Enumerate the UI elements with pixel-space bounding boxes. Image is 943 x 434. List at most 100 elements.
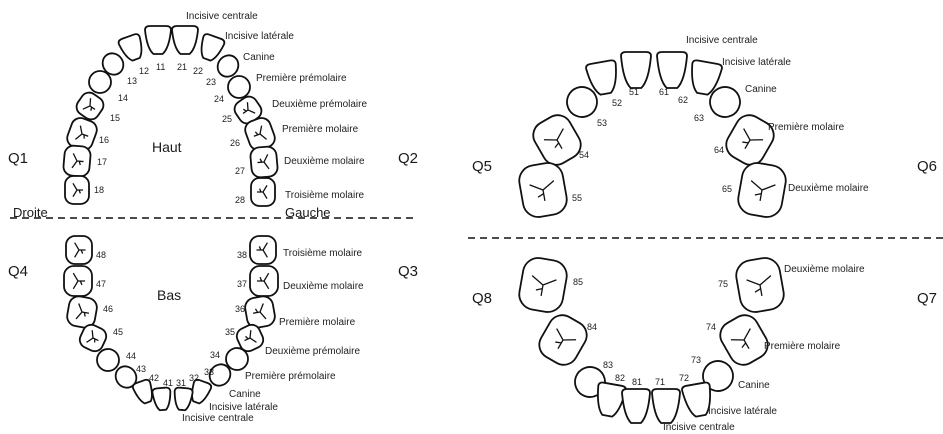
tooth-number-73: 73 xyxy=(691,355,702,365)
tooth-name-upper-lateral-incisor: Incisive latérale xyxy=(225,31,294,42)
tooth-13 xyxy=(101,52,125,76)
tooth-55-fissure xyxy=(529,180,555,202)
tooth-33 xyxy=(208,363,232,387)
tooth-number-37: 37 xyxy=(237,279,248,289)
tooth-28-fissure xyxy=(256,184,268,200)
tooth-number-48: 48 xyxy=(96,250,107,260)
tooth-name-lower-third-molar: Troisième molaire xyxy=(283,248,363,259)
lower-jaw-label: Bas xyxy=(157,287,182,303)
tooth-name-lower-second-premolar: Deuxième prémolaire xyxy=(265,346,361,357)
tooth-number-81: 81 xyxy=(632,377,643,387)
tooth-73 xyxy=(702,360,734,392)
quadrant-label-q1: Q1 xyxy=(8,150,29,167)
tooth-85-fissure xyxy=(531,275,557,297)
side-label-left: Gauche xyxy=(285,205,331,220)
tooth-name-lower-first-premolar: Première prémolaire xyxy=(245,371,336,382)
tooth-number-11: 11 xyxy=(156,62,166,72)
tooth-81 xyxy=(621,388,651,424)
tooth-name-lower-lateral-incisor: Incisive latérale xyxy=(209,402,278,413)
tooth-84-fissure xyxy=(555,328,577,350)
tooth-61 xyxy=(656,51,688,89)
tooth-34 xyxy=(225,347,249,371)
tooth-number-52: 52 xyxy=(612,98,623,108)
tooth-51 xyxy=(620,51,652,89)
tooth-number-41: 41 xyxy=(163,378,174,388)
quadrant-label-q3: Q3 xyxy=(398,263,419,280)
tooth-75-fissure xyxy=(746,275,772,297)
tooth-name-lower-canine: Canine xyxy=(229,389,261,400)
tooth-number-14: 14 xyxy=(118,93,129,103)
tooth-name-primary-lower-second-molar: Deuxième molaire xyxy=(784,264,865,275)
tooth-65-fissure xyxy=(750,180,776,202)
tooth-number-85: 85 xyxy=(573,277,584,287)
tooth-name-primary-lower-first-molar: Première molaire xyxy=(764,341,841,352)
tooth-number-27: 27 xyxy=(235,166,246,176)
tooth-44 xyxy=(96,348,120,372)
tooth-38-fissure xyxy=(256,242,268,258)
tooth-12 xyxy=(117,33,143,62)
tooth-number-35: 35 xyxy=(225,327,236,337)
tooth-name-primary-upper-central-incisor: Incisive centrale xyxy=(686,35,758,46)
tooth-name-lower-first-molar: Première molaire xyxy=(279,317,356,328)
tooth-47-fissure xyxy=(72,272,86,290)
tooth-number-46: 46 xyxy=(103,304,114,314)
tooth-number-43: 43 xyxy=(136,364,147,374)
tooth-36-fissure xyxy=(252,303,267,320)
tooth-74-fissure xyxy=(730,328,751,350)
tooth-number-36: 36 xyxy=(235,304,246,314)
tooth-16-fissure xyxy=(74,125,89,140)
tooth-number-72: 72 xyxy=(679,373,690,383)
tooth-35-fissure xyxy=(244,330,257,343)
tooth-number-23: 23 xyxy=(206,77,217,87)
tooth-number-47: 47 xyxy=(96,279,107,289)
tooth-24 xyxy=(227,75,251,99)
quadrant-label-q4: Q4 xyxy=(8,263,29,280)
tooth-number-32: 32 xyxy=(189,373,200,383)
tooth-number-38: 38 xyxy=(237,250,248,260)
tooth-number-75: 75 xyxy=(718,279,729,289)
tooth-number-28: 28 xyxy=(235,195,246,205)
tooth-82 xyxy=(597,381,627,418)
tooth-18-fissure xyxy=(72,182,84,198)
tooth-25-fissure xyxy=(242,102,256,115)
tooth-54-fissure xyxy=(543,128,564,150)
tooth-71 xyxy=(651,388,681,424)
tooth-name-upper-first-premolar: Première prémolaire xyxy=(256,73,347,84)
tooth-number-83: 83 xyxy=(603,360,614,370)
tooth-53 xyxy=(566,86,598,118)
tooth-number-31: 31 xyxy=(176,378,187,388)
tooth-number-33: 33 xyxy=(204,367,215,377)
tooth-number-51: 51 xyxy=(629,87,640,97)
tooth-number-22: 22 xyxy=(193,66,204,76)
tooth-number-18: 18 xyxy=(94,185,105,195)
tooth-name-primary-lower-lateral-incisor: Incisive latérale xyxy=(708,406,777,417)
tooth-45-fissure xyxy=(86,330,99,343)
tooth-name-upper-second-molar: Deuxième molaire xyxy=(284,156,365,167)
tooth-name-upper-third-molar: Troisième molaire xyxy=(285,190,365,201)
tooth-number-55: 55 xyxy=(572,193,583,203)
quadrant-label-q5: Q5 xyxy=(472,158,493,175)
quadrant-label-q2: Q2 xyxy=(398,150,419,167)
tooth-name-upper-first-molar: Première molaire xyxy=(282,124,359,135)
tooth-name-primary-upper-canine: Canine xyxy=(745,84,777,95)
tooth-number-84: 84 xyxy=(587,322,598,332)
tooth-number-17: 17 xyxy=(97,157,108,167)
tooth-number-13: 13 xyxy=(127,76,138,86)
tooth-name-primary-upper-first-molar: Première molaire xyxy=(768,122,845,133)
tooth-number-61: 61 xyxy=(659,87,670,97)
tooth-number-64: 64 xyxy=(714,145,725,155)
tooth-31 xyxy=(173,386,194,412)
tooth-number-82: 82 xyxy=(615,373,626,383)
tooth-62 xyxy=(691,59,723,96)
tooth-name-primary-upper-second-molar: Deuxième molaire xyxy=(788,183,869,194)
tooth-number-65: 65 xyxy=(722,184,733,194)
side-label-right: Droite xyxy=(13,205,48,220)
tooth-46-fissure xyxy=(75,303,90,320)
tooth-52 xyxy=(585,59,617,96)
tooth-name-upper-canine: Canine xyxy=(243,52,275,63)
tooth-number-21: 21 xyxy=(177,62,188,72)
tooth-number-15: 15 xyxy=(110,113,121,123)
tooth-name-primary-lower-central-incisor: Incisive centrale xyxy=(663,422,735,433)
tooth-27-fissure xyxy=(257,154,270,170)
